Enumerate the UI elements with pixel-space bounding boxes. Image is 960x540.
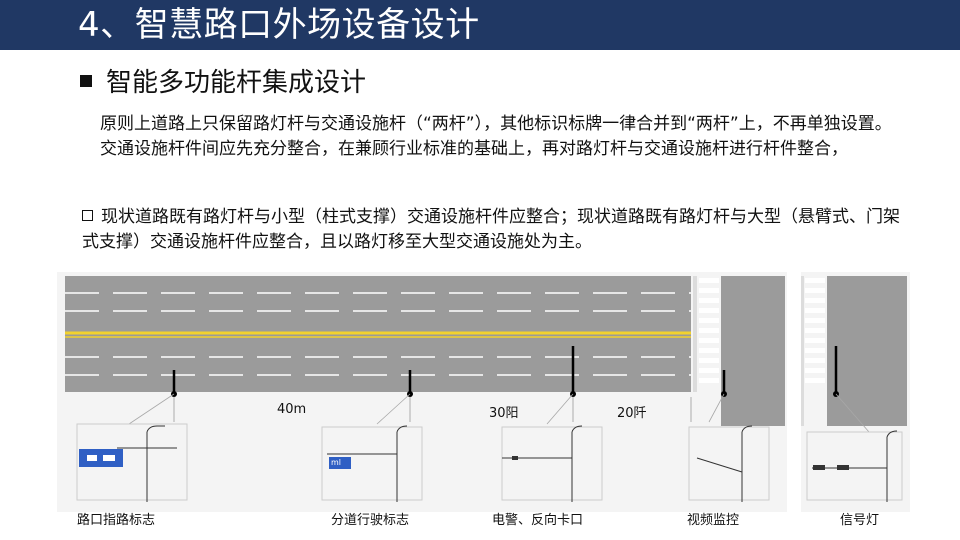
road-diagram [57, 272, 910, 512]
crosswalk-east [699, 278, 719, 383]
pole-layout-figure: 40m 30阳 20阡 ml 路口指路标志 分道行驶标志 电警、反向卡口 视频监… [57, 272, 910, 528]
cross-road-1 [721, 276, 785, 426]
square-bullet-icon [80, 74, 92, 87]
checkbox-bullet-icon [82, 209, 93, 221]
distance-label: 20阡 [617, 406, 647, 421]
guide-sign-panel [79, 449, 123, 467]
section-heading: 智能多功能杆集成设计 [80, 66, 366, 100]
crosswalk-far [805, 278, 825, 383]
pole-label-lane-sign: 分道行驶标志 [331, 513, 410, 528]
cross-road-2 [827, 276, 907, 426]
detail-surveillance-pole [688, 425, 770, 502]
road-poles [172, 346, 838, 394]
paragraph-integration: 现状道路既有路灯杆与小型（柱式支撑）交通设施杆件应整合；现状道路既有路灯杆与大型… [82, 205, 902, 255]
paragraph-principle: 原则上道路上只保留路灯杆与交通设施杆（“两杆”），其他标识标牌一律合并到“两杆”… [100, 114, 892, 159]
pole-label-signal: 信号灯 [840, 513, 880, 528]
detail-lane-sign [321, 425, 423, 502]
distance-label: 30阳 [489, 406, 519, 421]
paragraph-integration-text: 现状道路既有路灯杆与小型（柱式支撑）交通设施杆件应整合；现状道路既有路灯杆与大型… [82, 207, 900, 252]
lane-sign-text: ml [331, 458, 342, 467]
page-title: 4、智慧路口外场设备设计 [78, 5, 480, 45]
pole-label-surveillance: 视频监控 [687, 513, 740, 528]
pole-label-guide-sign: 路口指路标志 [77, 513, 156, 528]
section-heading-text: 智能多功能杆集成设计 [106, 68, 367, 98]
pole-label-enforcement: 电警、反向卡口 [492, 513, 584, 528]
lane-sign-panel [329, 457, 351, 469]
distance-label: 40m [277, 402, 307, 417]
title-bar: 4、智慧路口外场设备设计 [0, 0, 960, 50]
detail-guide-sign [76, 423, 188, 502]
